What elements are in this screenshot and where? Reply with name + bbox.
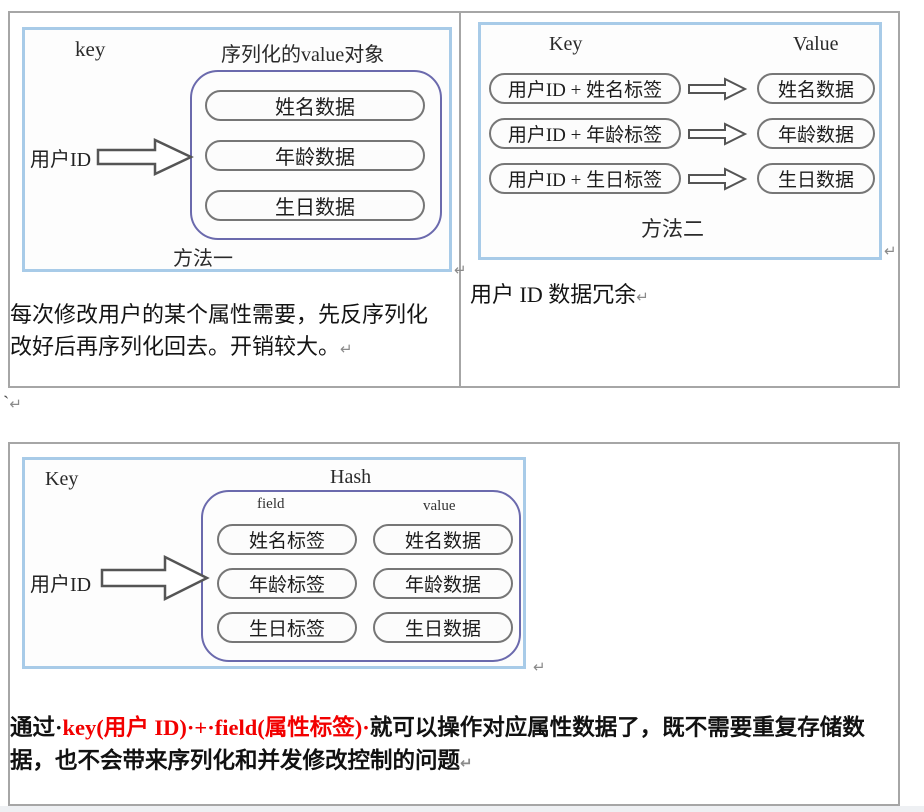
highlighted-key-field: key(用户 ID)·+·field(属性标签)· (62, 715, 370, 740)
field-pill: 生日标签 (217, 612, 357, 643)
value-column-header: value (423, 498, 456, 514)
pill-label: 姓名数据 (275, 97, 355, 119)
conclusion-line2: 据，也不会带来序列化和并发修改控制的问题↵ (10, 748, 473, 773)
conclusion-line1: 通过·key(用户 ID)·+·field(属性标签)·就可以操作对应属性数据了… (10, 715, 865, 740)
tick-char: ` (3, 393, 10, 414)
pill-label: 用户ID + 姓名标签 (507, 80, 663, 101)
pill-label: 用户ID + 年龄标签 (507, 125, 663, 146)
value-pill: 生日数据 (373, 612, 513, 643)
pill-label: 用户ID + 生日标签 (507, 170, 663, 191)
method2-value-header: Value (793, 33, 839, 55)
name-data-pill: 姓名数据 (205, 90, 425, 121)
line-end-mark: ↵ (884, 242, 897, 260)
key-pill: 用户ID + 姓名标签 (489, 73, 681, 104)
paragraph-mark: ↵ (460, 754, 473, 772)
value-pill: 姓名数据 (373, 524, 513, 555)
method1-note-line2: 改好后再序列化回去。开销较大。↵ (10, 334, 353, 359)
block-arrow-icon (688, 167, 748, 191)
pill-label: 生日数据 (404, 619, 481, 640)
age-data-pill: 年龄数据 (205, 140, 425, 171)
block-arrow-icon (688, 77, 748, 101)
paragraph-mark: ↵ (340, 340, 353, 358)
table-column-divider (459, 13, 461, 386)
conclusion-text: 通过·key(用户 ID)·+·field(属性标签)·就可以操作对应属性数据了… (10, 711, 865, 780)
method2-diagram: Key Value 用户ID + 姓名标签 姓名数据 用户ID + 年龄标签 年… (478, 22, 882, 260)
paragraph-mark: ↵ (9, 395, 22, 413)
block-arrow-icon (96, 138, 194, 176)
value-pill: 生日数据 (757, 163, 875, 194)
pill-label: 生日标签 (248, 619, 325, 640)
pill-label: 姓名标签 (248, 531, 325, 552)
method2-note: 用户 ID 数据冗余↵ (470, 282, 649, 307)
hash-diagram: Key Hash field value 姓名标签 年龄标签 生日标签 姓名数据… (22, 457, 526, 669)
hash-key-header: Key (45, 468, 79, 490)
key-pill: 用户ID + 年龄标签 (489, 118, 681, 149)
method2-caption: 方法二 (641, 217, 704, 241)
serialized-object-group (190, 70, 442, 240)
stray-tick-paragraph: `↵ (3, 393, 22, 415)
value-pill: 姓名数据 (757, 73, 875, 104)
hash-header: Hash (330, 466, 372, 488)
method1-value-header: 序列化的value对象 (221, 44, 385, 66)
value-pill: 年龄数据 (757, 118, 875, 149)
pill-label: 年龄数据 (777, 125, 854, 146)
method1-note-line1: 每次修改用户的某个属性需要，先反序列化 (10, 302, 429, 327)
pill-label: 姓名数据 (777, 80, 854, 101)
line-end-mark: ↵ (533, 658, 546, 676)
paragraph-mark: ↵ (636, 288, 649, 306)
method1-key-header: key (75, 37, 106, 61)
block-arrow-icon (100, 554, 210, 602)
field-pill: 姓名标签 (217, 524, 357, 555)
pill-label: 年龄数据 (275, 147, 355, 169)
key-pill: 用户ID + 生日标签 (489, 163, 681, 194)
field-column-header: field (257, 496, 285, 512)
method1-caption: 方法一 (173, 248, 233, 270)
method1-diagram: key 序列化的value对象 姓名数据 年龄数据 生日数据 用户ID 方法一 (22, 27, 452, 272)
block-arrow-icon (688, 122, 748, 146)
pill-label: 生日数据 (275, 197, 355, 219)
pill-label: 年龄数据 (404, 575, 481, 596)
value-pill: 年龄数据 (373, 568, 513, 599)
birthday-data-pill: 生日数据 (205, 190, 425, 221)
page-edge-strip (0, 806, 924, 812)
method2-key-header: Key (549, 33, 583, 55)
method1-note: 每次修改用户的某个属性需要，先反序列化 改好后再序列化回去。开销较大。↵ (10, 299, 428, 365)
pill-label: 姓名数据 (404, 531, 481, 552)
pill-label: 年龄标签 (248, 575, 325, 596)
line-end-mark: ↵ (454, 261, 467, 279)
method1-source-label: 用户ID (30, 149, 92, 171)
field-pill: 年龄标签 (217, 568, 357, 599)
hash-source-label: 用户ID (30, 574, 92, 596)
pill-label: 生日数据 (777, 170, 854, 191)
